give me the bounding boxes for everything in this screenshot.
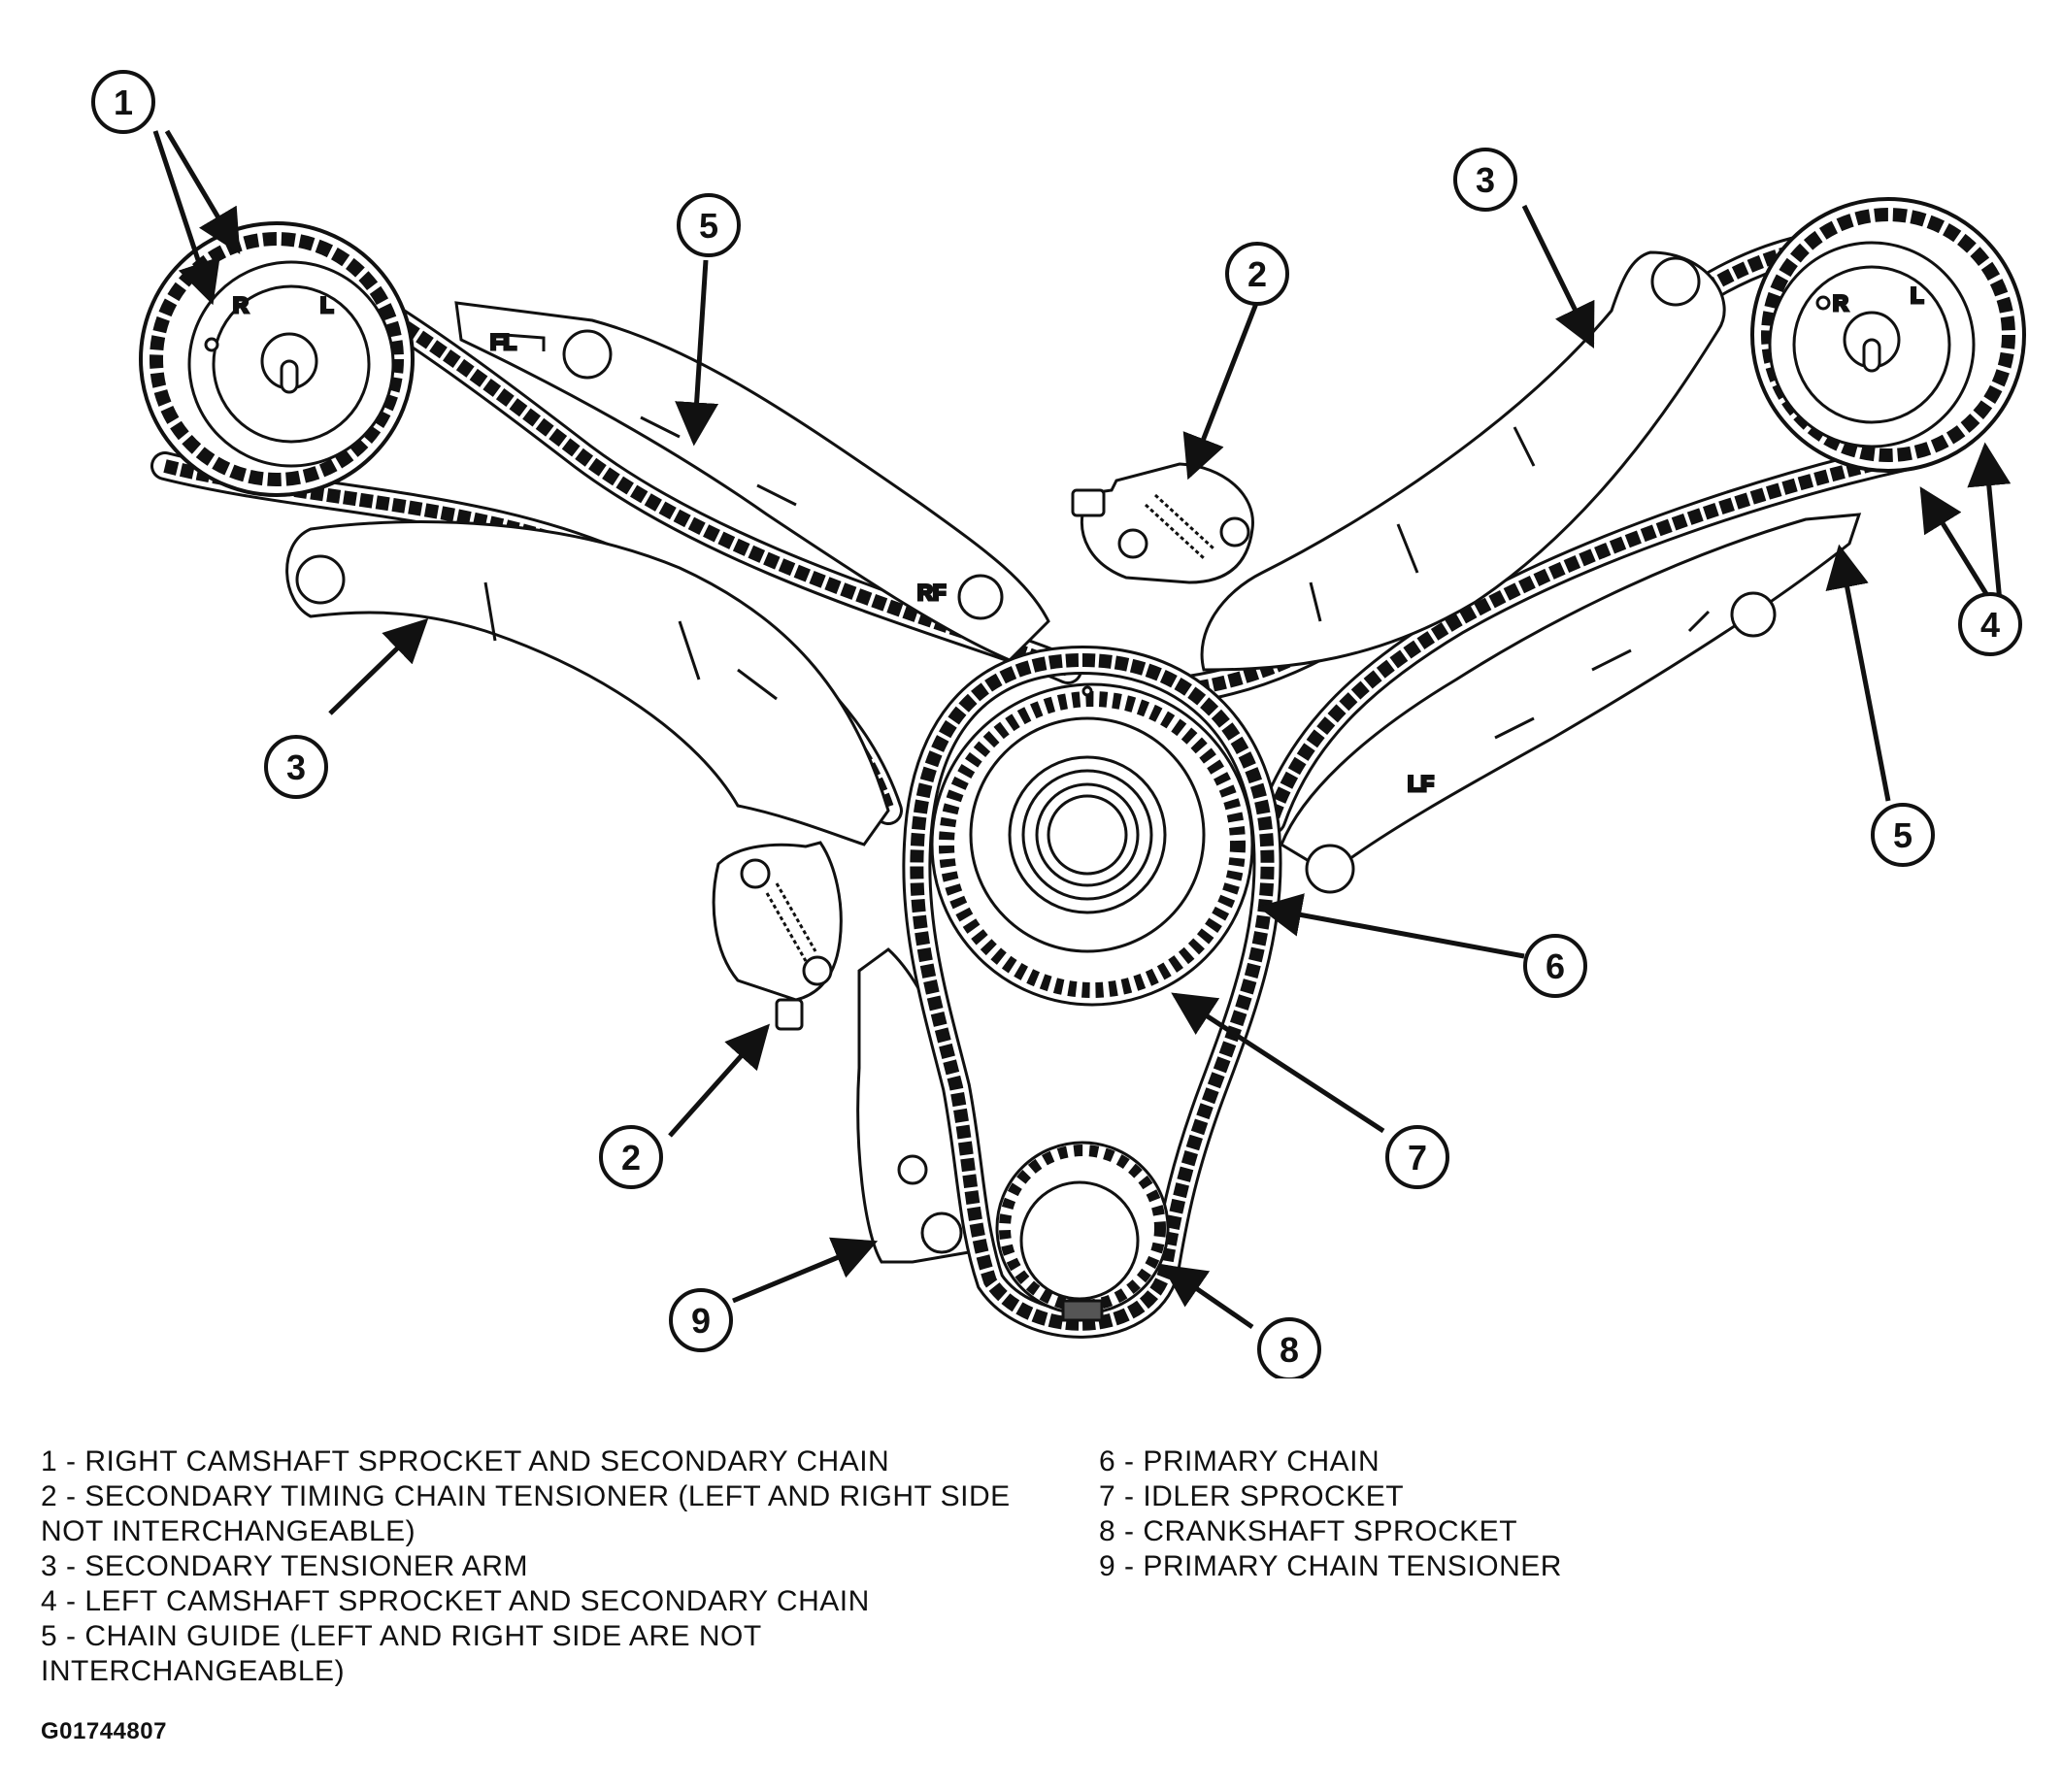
- idler-sprocket: [930, 682, 1254, 1007]
- callout-1: 1: [91, 70, 155, 134]
- callout-8: 8: [1257, 1317, 1321, 1378]
- svg-text:5: 5: [1893, 815, 1912, 855]
- left-tensioner-arm: [285, 520, 890, 846]
- svg-text:3: 3: [1476, 160, 1495, 200]
- svg-text:4: 4: [1980, 605, 2000, 645]
- svg-text:5: 5: [699, 206, 718, 246]
- legend-item-9: 9 - PRIMARY CHAIN TENSIONER: [1099, 1550, 1562, 1582]
- legend-item-7: 7 - IDLER SPROCKET: [1099, 1480, 1405, 1512]
- callout-5-right: 5: [1871, 803, 1935, 867]
- callout-2-lower: 2: [599, 1125, 663, 1189]
- callout-7: 7: [1385, 1125, 1449, 1189]
- left-camshaft-sprocket: R L: [1750, 197, 2026, 473]
- right-cam-r-mark: R: [233, 293, 249, 317]
- svg-text:2: 2: [1247, 254, 1267, 294]
- guide-fl-mark: FL: [490, 330, 516, 354]
- guide-lf-mark: LF: [1408, 772, 1434, 796]
- legend-item-6: 6 - PRIMARY CHAIN: [1099, 1445, 1380, 1477]
- left-cam-l-mark: L: [1911, 283, 1923, 308]
- left-chain-guide: LF: [1280, 513, 1862, 894]
- right-camshaft-sprocket: R L: [139, 221, 415, 497]
- legend: 1 - RIGHT CAMSHAFT SPROCKET AND SECONDAR…: [41, 1444, 2021, 1697]
- callout-3-right: 3: [1453, 148, 1517, 212]
- svg-text:9: 9: [691, 1301, 711, 1341]
- figure-id: G01744807: [41, 1718, 167, 1744]
- svg-text:1: 1: [114, 83, 133, 122]
- upper-secondary-tensioner: [1071, 462, 1254, 584]
- svg-text:6: 6: [1546, 946, 1565, 986]
- callout-6: 6: [1523, 934, 1587, 998]
- lower-secondary-tensioner: [712, 841, 843, 1031]
- callout-5-left: 5: [677, 193, 741, 257]
- primary-chain: [902, 645, 1282, 1339]
- crankshaft-sprocket: [995, 1141, 1170, 1322]
- svg-text:2: 2: [621, 1138, 641, 1178]
- legend-item-2: 2 - SECONDARY TIMING CHAIN TENSIONER (LE…: [41, 1480, 1011, 1547]
- leader-arrows: [152, 129, 2012, 1330]
- callout-3-left: 3: [264, 735, 328, 799]
- callout-2-upper: 2: [1225, 242, 1289, 306]
- legend-item-3: 3 - SECONDARY TENSIONER ARM: [41, 1550, 528, 1582]
- guide-rf-mark: RF: [917, 581, 946, 605]
- callout-4: 4: [1958, 592, 2022, 656]
- legend-column-right: 6 - PRIMARY CHAIN 7 - IDLER SPROCKET 8 -…: [1099, 1444, 1973, 1584]
- right-cam-l-mark: L: [320, 293, 333, 317]
- right-chain-guide: RF FL: [454, 301, 1050, 662]
- svg-text:8: 8: [1280, 1330, 1299, 1370]
- right-tensioner-arm: [1200, 250, 1726, 672]
- callout-9: 9: [669, 1288, 733, 1352]
- left-cam-r-mark: R: [1833, 291, 1848, 315]
- legend-item-8: 8 - CRANKSHAFT SPROCKET: [1099, 1515, 1518, 1547]
- legend-column-left: 1 - RIGHT CAMSHAFT SPROCKET AND SECONDAR…: [41, 1444, 1050, 1689]
- svg-text:3: 3: [286, 747, 306, 787]
- legend-item-5: 5 - CHAIN GUIDE (LEFT AND RIGHT SIDE ARE…: [41, 1620, 762, 1687]
- legend-item-1: 1 - RIGHT CAMSHAFT SPROCKET AND SECONDAR…: [41, 1445, 890, 1477]
- legend-item-4: 4 - LEFT CAMSHAFT SPROCKET AND SECONDARY…: [41, 1585, 870, 1617]
- svg-text:7: 7: [1408, 1138, 1427, 1178]
- timing-chain-diagram: R L R L RF FL LF: [91, 70, 2026, 1378]
